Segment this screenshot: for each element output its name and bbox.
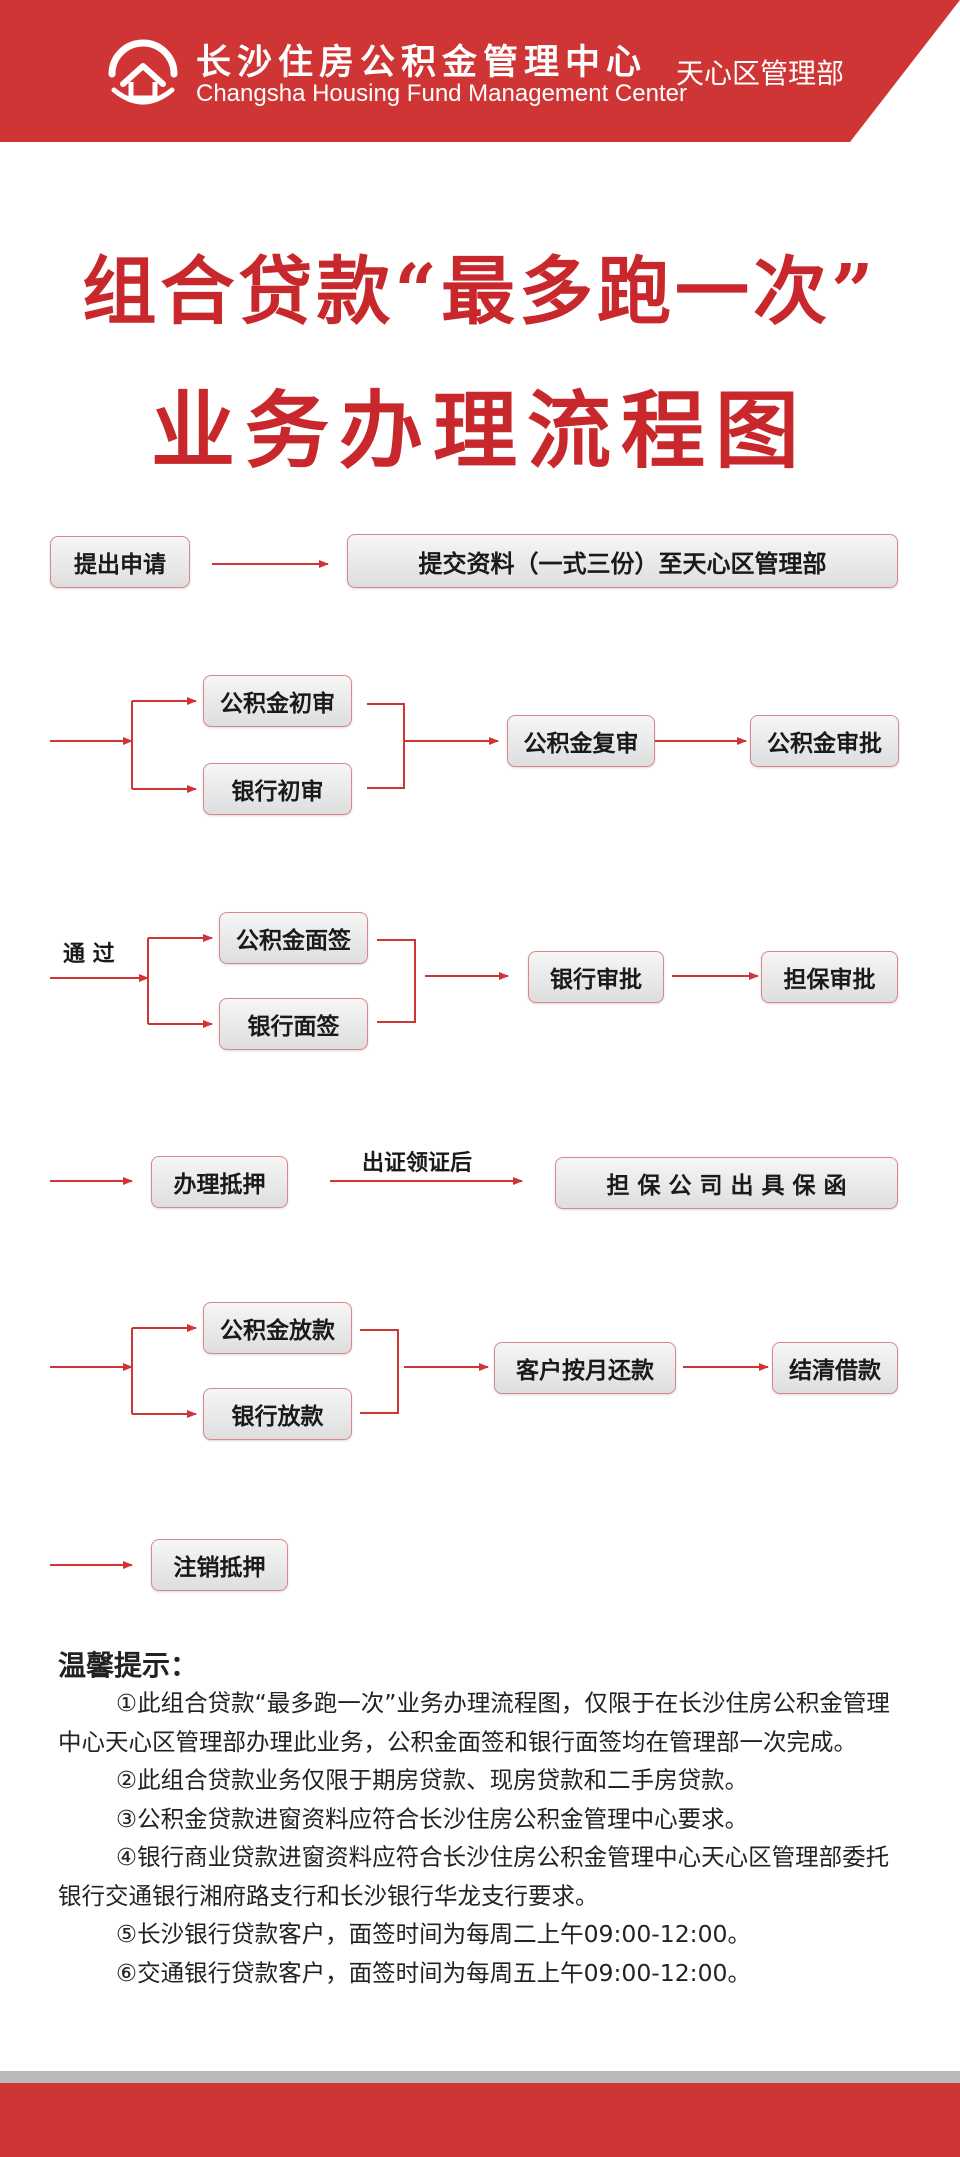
step-bank-initial-review: 银行初审 <box>203 763 352 815</box>
merge-row3 <box>377 939 416 1023</box>
step-cancel-mortgage: 注销抵押 <box>151 1539 288 1591</box>
tip-item: ③公积金贷款进窗资料应符合长沙住房公积金管理中心要求。 <box>116 1804 749 1833</box>
label-after-certificate: 出证领证后 <box>362 1151 473 1176</box>
department-name: 天心区管理部 <box>676 57 845 90</box>
step-monthly-repayment: 客户按月还款 <box>494 1342 676 1394</box>
org-name-en: Changsha Housing Fund Management Center <box>196 80 687 107</box>
merge-row5 <box>360 1329 399 1414</box>
step-bank-loan-release: 银行放款 <box>203 1388 352 1440</box>
tips-list: ①此组合贷款“最多跑一次”业务办理流程图，仅限于在长沙住房公积金管理中心天心区管… <box>58 1684 904 1992</box>
tip-item: ④银行商业贷款进窗资料应符合长沙住房公积金管理中心天心区管理部委托银行交通银行湘… <box>58 1843 890 1910</box>
step-submit-materials: 提交资料（一式三份）至天心区管理部 <box>347 534 898 588</box>
step-fund-face-sign: 公积金面签 <box>219 912 368 964</box>
step-mortgage: 办理抵押 <box>151 1156 288 1208</box>
step-bank-face-sign: 银行面签 <box>219 998 368 1050</box>
step-guarantee-letter: 担 保 公 司 出 具 保 函 <box>555 1157 898 1209</box>
header-banner: 长沙住房公积金管理中心 Changsha Housing Fund Manage… <box>0 0 960 142</box>
label-pass: 通 过 <box>63 942 115 967</box>
tips-heading: 温馨提示： <box>58 1649 199 1682</box>
footer-divider <box>0 2071 960 2083</box>
step-guarantee-approval: 担保审批 <box>761 951 898 1003</box>
merge-row2 <box>367 703 405 789</box>
tip-item: ①此组合贷款“最多跑一次”业务办理流程图，仅限于在长沙住房公积金管理中心天心区管… <box>58 1689 890 1756</box>
step-settle-loan: 结清借款 <box>772 1342 898 1394</box>
org-name-cn: 长沙住房公积金管理中心 <box>196 42 648 83</box>
step-fund-loan-release: 公积金放款 <box>203 1302 352 1354</box>
step-fund-re-review: 公积金复审 <box>507 715 655 767</box>
step-fund-approval: 公积金审批 <box>750 715 899 767</box>
footer-banner <box>0 2083 960 2157</box>
step-fund-initial-review: 公积金初审 <box>203 675 352 727</box>
tip-item: ②此组合贷款业务仅限于期房贷款、现房贷款和二手房贷款。 <box>116 1766 749 1794</box>
step-bank-approval: 银行审批 <box>528 951 664 1003</box>
house-logo-icon <box>108 39 178 105</box>
tip-item: ⑤长沙银行贷款客户，面签时间为每周二上午09:00-12:00。 <box>116 1920 751 1948</box>
tip-item: ⑥交通银行贷款客户，面签时间为每周五上午09:00-12:00。 <box>116 1958 751 1987</box>
header-corner-cut <box>850 0 960 142</box>
page-subtitle: 业务办理流程图 <box>150 381 809 480</box>
step-apply: 提出申请 <box>50 536 190 588</box>
page-title: 组合贷款“最多跑一次” <box>82 249 878 335</box>
